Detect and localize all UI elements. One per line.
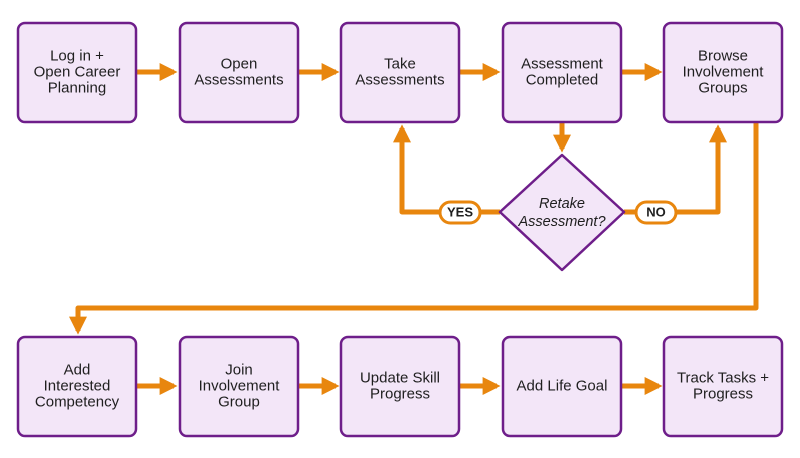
step-add-competency-line-3: Competency (35, 393, 120, 410)
decision-retake: Retake Assessment? (498, 153, 626, 272)
decision-line-2: Assessment? (517, 214, 606, 230)
step-update-skill-line-2: Progress (370, 385, 430, 402)
yes-pill: YES (438, 200, 482, 225)
step-browse-groups-shape (662, 21, 784, 124)
step-track-tasks-shape (662, 335, 784, 438)
step-login-line-1: Log in + (50, 47, 104, 64)
step-assessment-completed-shape (501, 21, 623, 124)
step-assessment-completed-line-1: Assessment (521, 55, 604, 72)
step-open-assessments-shape (178, 21, 300, 124)
step-track-tasks-line-1: Track Tasks + (677, 369, 769, 386)
no-pill: NO (634, 200, 678, 225)
step-add-life-goal-shape (501, 335, 623, 438)
step-add-competency-line-1: Add (64, 361, 91, 378)
step-add-competency-shape (16, 335, 138, 438)
step-take-assessments-line-2: Assessments (355, 71, 444, 88)
arrow-no-to-browse (624, 124, 727, 215)
step-browse-groups-line-2: Involvement (683, 63, 765, 80)
step-browse-groups-line-1: Browse (698, 47, 748, 64)
step-open-assessments-line-1: Open (221, 55, 258, 72)
arrow-yes-to-take (393, 124, 500, 215)
step-join-group-line-2: Involvement (199, 377, 281, 394)
step-join-group-shape (178, 335, 300, 438)
step-login-line-3: Planning (48, 79, 106, 96)
step-take-assessments-line-1: Take (384, 55, 416, 72)
yes-label: YES (447, 204, 473, 219)
step-track-tasks-line-2: Progress (693, 385, 753, 402)
step-add-life-goal-line-1: Add Life Goal (517, 377, 608, 394)
step-add-competency-line-2: Interested (44, 377, 111, 394)
decision-line-1: Retake (539, 196, 585, 212)
decision-diamond (498, 153, 626, 272)
step-assessment-completed-line-2: Completed (526, 71, 599, 88)
step-update-skill-shape (339, 335, 461, 438)
step-take-assessments-shape (339, 21, 461, 124)
step-track-tasks: Track Tasks +Progress (662, 335, 784, 438)
step-update-skill-line-1: Update Skill (360, 369, 440, 386)
yes-pill-shape (438, 200, 482, 225)
no-pill-shape (634, 200, 678, 225)
step-login-line-2: Open Career (34, 63, 121, 80)
step-join-group-line-1: Join (225, 361, 253, 378)
step-browse-groups-line-3: Groups (698, 79, 747, 96)
step-join-group-line-3: Group (218, 393, 260, 410)
step-open-assessments-line-2: Assessments (194, 71, 283, 88)
step-login-shape (16, 21, 138, 124)
arrow-browse-to-competency (69, 123, 759, 335)
step-add-life-goal: Add Life Goal (501, 335, 623, 438)
no-label: NO (646, 204, 666, 219)
